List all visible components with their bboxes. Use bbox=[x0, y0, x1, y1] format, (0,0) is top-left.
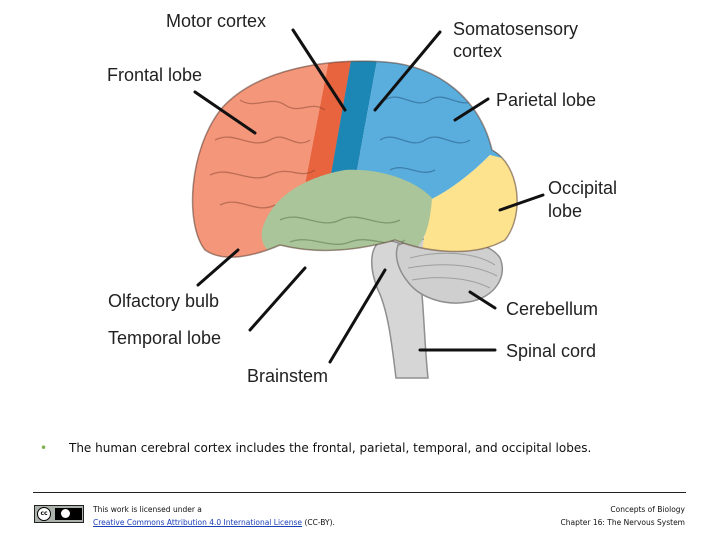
license-suffix: (CC-BY). bbox=[302, 518, 335, 527]
temporal-lobe-region bbox=[261, 169, 432, 258]
bullet-dot-icon: • bbox=[40, 441, 48, 455]
leader-cerebellum bbox=[468, 290, 497, 310]
label-occipital-line1: Occipital bbox=[548, 178, 617, 198]
license-line1: This work is licensed under a bbox=[93, 505, 202, 514]
by-person-icon bbox=[61, 509, 70, 518]
leader-somatosensory bbox=[373, 30, 442, 112]
cerebrum-outline bbox=[191, 60, 518, 258]
source-credits: Concepts of Biology Chapter 16: The Nerv… bbox=[560, 503, 685, 529]
credit-book-title: Concepts of Biology bbox=[610, 505, 685, 514]
label-occipital-line2: lobe bbox=[548, 201, 582, 221]
license-line2: Creative Commons Attribution 4.0 Interna… bbox=[93, 516, 335, 529]
cc-logo-icon: cc bbox=[37, 507, 51, 521]
label-frontal-lobe: Frontal lobe bbox=[107, 65, 202, 85]
label-spinal-cord: Spinal cord bbox=[506, 341, 596, 361]
label-motor-cortex: Motor cortex bbox=[166, 11, 266, 31]
license-link[interactable]: Creative Commons Attribution 4.0 Interna… bbox=[93, 518, 303, 527]
somatosensory-cortex-region bbox=[330, 61, 378, 180]
credit-chapter: Chapter 16: The Nervous System bbox=[560, 518, 685, 527]
cerebellum-folds bbox=[407, 252, 498, 289]
label-temporal-lobe: Temporal lobe bbox=[108, 328, 221, 348]
leader-occipital-lobe bbox=[498, 193, 545, 212]
leader-temporal-lobe bbox=[248, 266, 307, 332]
leader-brainstem bbox=[328, 268, 387, 364]
cc-by-badge-icon[interactable]: cc bbox=[34, 505, 84, 523]
gyri-lines-frontal bbox=[209, 99, 326, 209]
brain-diagram: Motor cortex Somatosensory cortex Fronta… bbox=[107, 11, 617, 386]
label-somatosensory-line1: Somatosensory bbox=[453, 19, 578, 39]
leader-parietal-lobe bbox=[453, 97, 490, 122]
label-olfactory-bulb: Olfactory bulb bbox=[108, 291, 219, 311]
motor-cortex-region bbox=[305, 61, 352, 185]
leader-olfactory-bulb bbox=[196, 248, 240, 287]
gyri-lines-parietal bbox=[379, 96, 476, 173]
label-cerebellum: Cerebellum bbox=[506, 299, 598, 319]
caption-text: The human cerebral cortex includes the f… bbox=[69, 441, 592, 455]
license-notice: This work is licensed under a Creative C… bbox=[93, 503, 335, 529]
footer-divider bbox=[33, 492, 686, 493]
label-somatosensory-line2: cortex bbox=[453, 41, 502, 61]
label-parietal-lobe: Parietal lobe bbox=[496, 90, 596, 110]
leader-motor-cortex bbox=[291, 28, 347, 112]
label-brainstem: Brainstem bbox=[247, 366, 328, 386]
cerebrum bbox=[192, 61, 518, 258]
leader-frontal-lobe bbox=[193, 90, 257, 135]
